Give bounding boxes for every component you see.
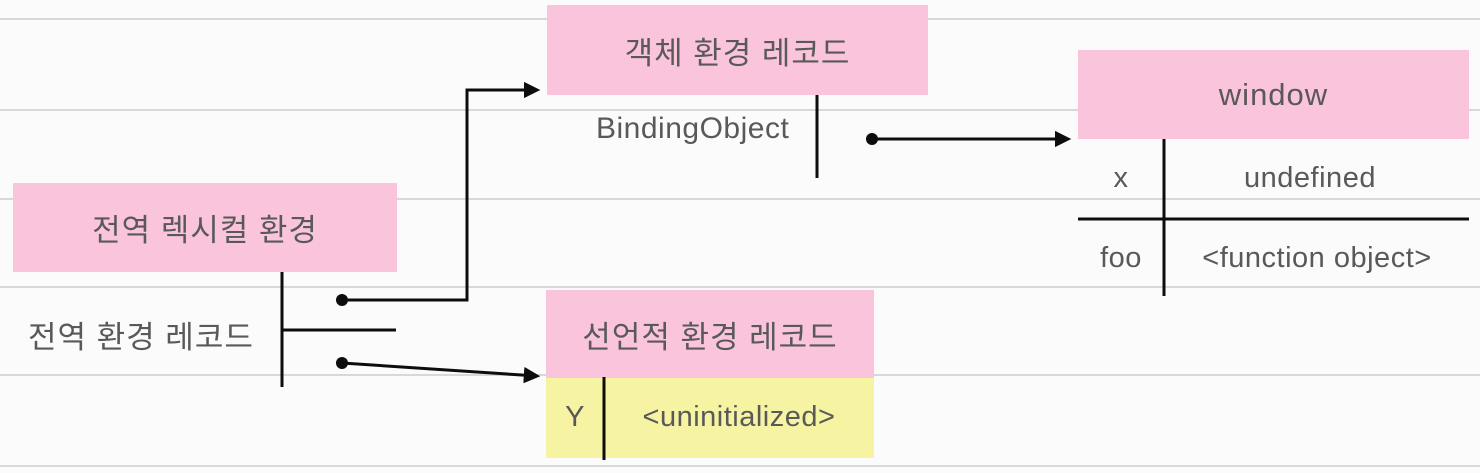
global-lexical-env-title: 전역 렉시컬 환경	[92, 213, 318, 248]
window-entry-key: x	[1113, 162, 1129, 194]
global-env-record-label: 전역 환경 레코드	[28, 320, 254, 355]
declarative-entry-key: Y	[565, 401, 585, 433]
ruled-line	[0, 286, 1480, 288]
declarative-entry-value: <uninitialized>	[642, 401, 836, 433]
window-object-title: window	[1218, 76, 1329, 112]
window-object-box: window	[1078, 50, 1469, 139]
declarative-env-record-title: 선언적 환경 레코드	[582, 319, 838, 355]
object-env-record-box: 객체 환경 레코드	[547, 5, 928, 95]
declarative-env-record-box: 선언적 환경 레코드	[546, 290, 874, 378]
object-env-record-title: 객체 환경 레코드	[624, 35, 851, 71]
window-entry-key: foo	[1100, 242, 1142, 274]
ruled-line	[0, 465, 1480, 467]
binding-object-label: BindingObject	[596, 112, 790, 145]
window-entry-value: <function object>	[1202, 242, 1432, 274]
object-env-branch-dot	[336, 294, 348, 306]
declarative-env-branch-dot	[336, 357, 348, 369]
ruled-line	[0, 198, 1480, 200]
binding-object-dot	[866, 133, 878, 145]
global-lexical-env-box: 전역 렉시컬 환경	[13, 183, 397, 272]
ruled-line	[0, 109, 1480, 111]
declarative-env-binding-box	[546, 378, 874, 458]
window-entry-value: undefined	[1244, 162, 1376, 194]
